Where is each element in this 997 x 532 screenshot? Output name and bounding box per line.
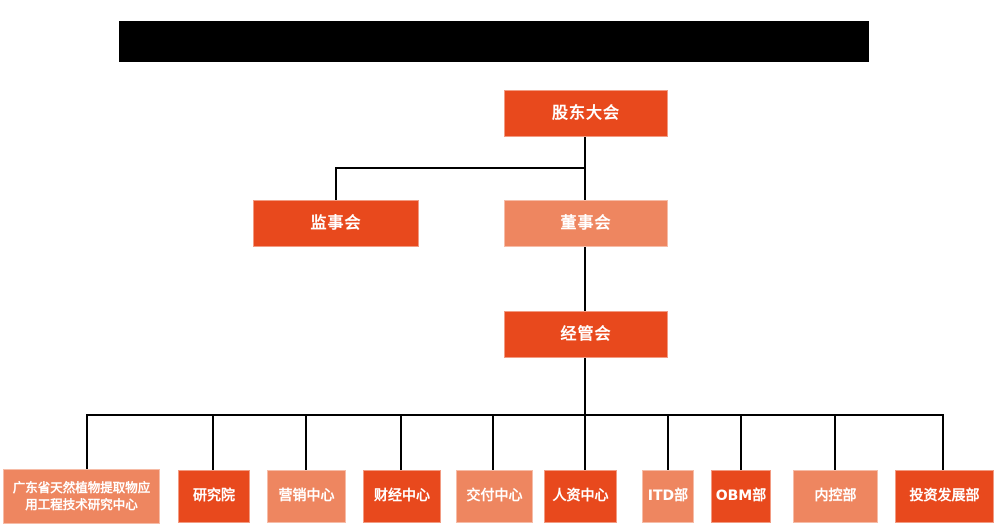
connector-drop-delivery xyxy=(492,414,494,472)
org-node-finance-center: 财经中心 xyxy=(363,470,441,523)
connector-drop-itd xyxy=(667,414,669,472)
org-node-obm-department: OBM部 xyxy=(711,470,771,523)
connector-to-supervisory xyxy=(335,167,337,200)
connector-board-to-management xyxy=(584,247,586,311)
org-node-board-of-directors: 董事会 xyxy=(504,200,668,247)
org-node-shareholders-meeting: 股东大会 xyxy=(504,90,668,137)
org-node-management-committee: 经管会 xyxy=(504,311,668,358)
connector-management-to-bus xyxy=(584,358,586,416)
connector-drop-investment xyxy=(942,414,944,472)
connector-drop-research-center xyxy=(86,414,88,472)
connector-drop-institute xyxy=(212,414,214,472)
org-node-delivery-center: 交付中心 xyxy=(456,470,533,523)
org-node-research-institute: 研究院 xyxy=(178,470,250,523)
org-node-supervisory-board: 监事会 xyxy=(253,200,419,247)
connector-drop-obm xyxy=(740,414,742,472)
connector-drop-marketing xyxy=(305,414,307,472)
connector-drop-finance xyxy=(400,414,402,472)
org-node-internal-control-department: 内控部 xyxy=(793,470,878,523)
org-node-marketing-center: 营销中心 xyxy=(267,470,346,523)
org-node-investment-development-department: 投资发展部 xyxy=(895,470,994,523)
connector-drop-hr xyxy=(584,414,586,472)
org-node-hr-center: 人资中心 xyxy=(544,470,617,523)
connector-branch-horizontal xyxy=(335,167,586,169)
connector-drop-internal-control xyxy=(834,414,836,472)
redacted-title-bar xyxy=(119,21,869,62)
org-node-itd-department: ITD部 xyxy=(642,470,694,523)
connector-departments-bus xyxy=(86,414,944,416)
org-node-guangdong-research-center: 广东省天然植物提取物应用工程技术研究中心 xyxy=(3,469,160,524)
